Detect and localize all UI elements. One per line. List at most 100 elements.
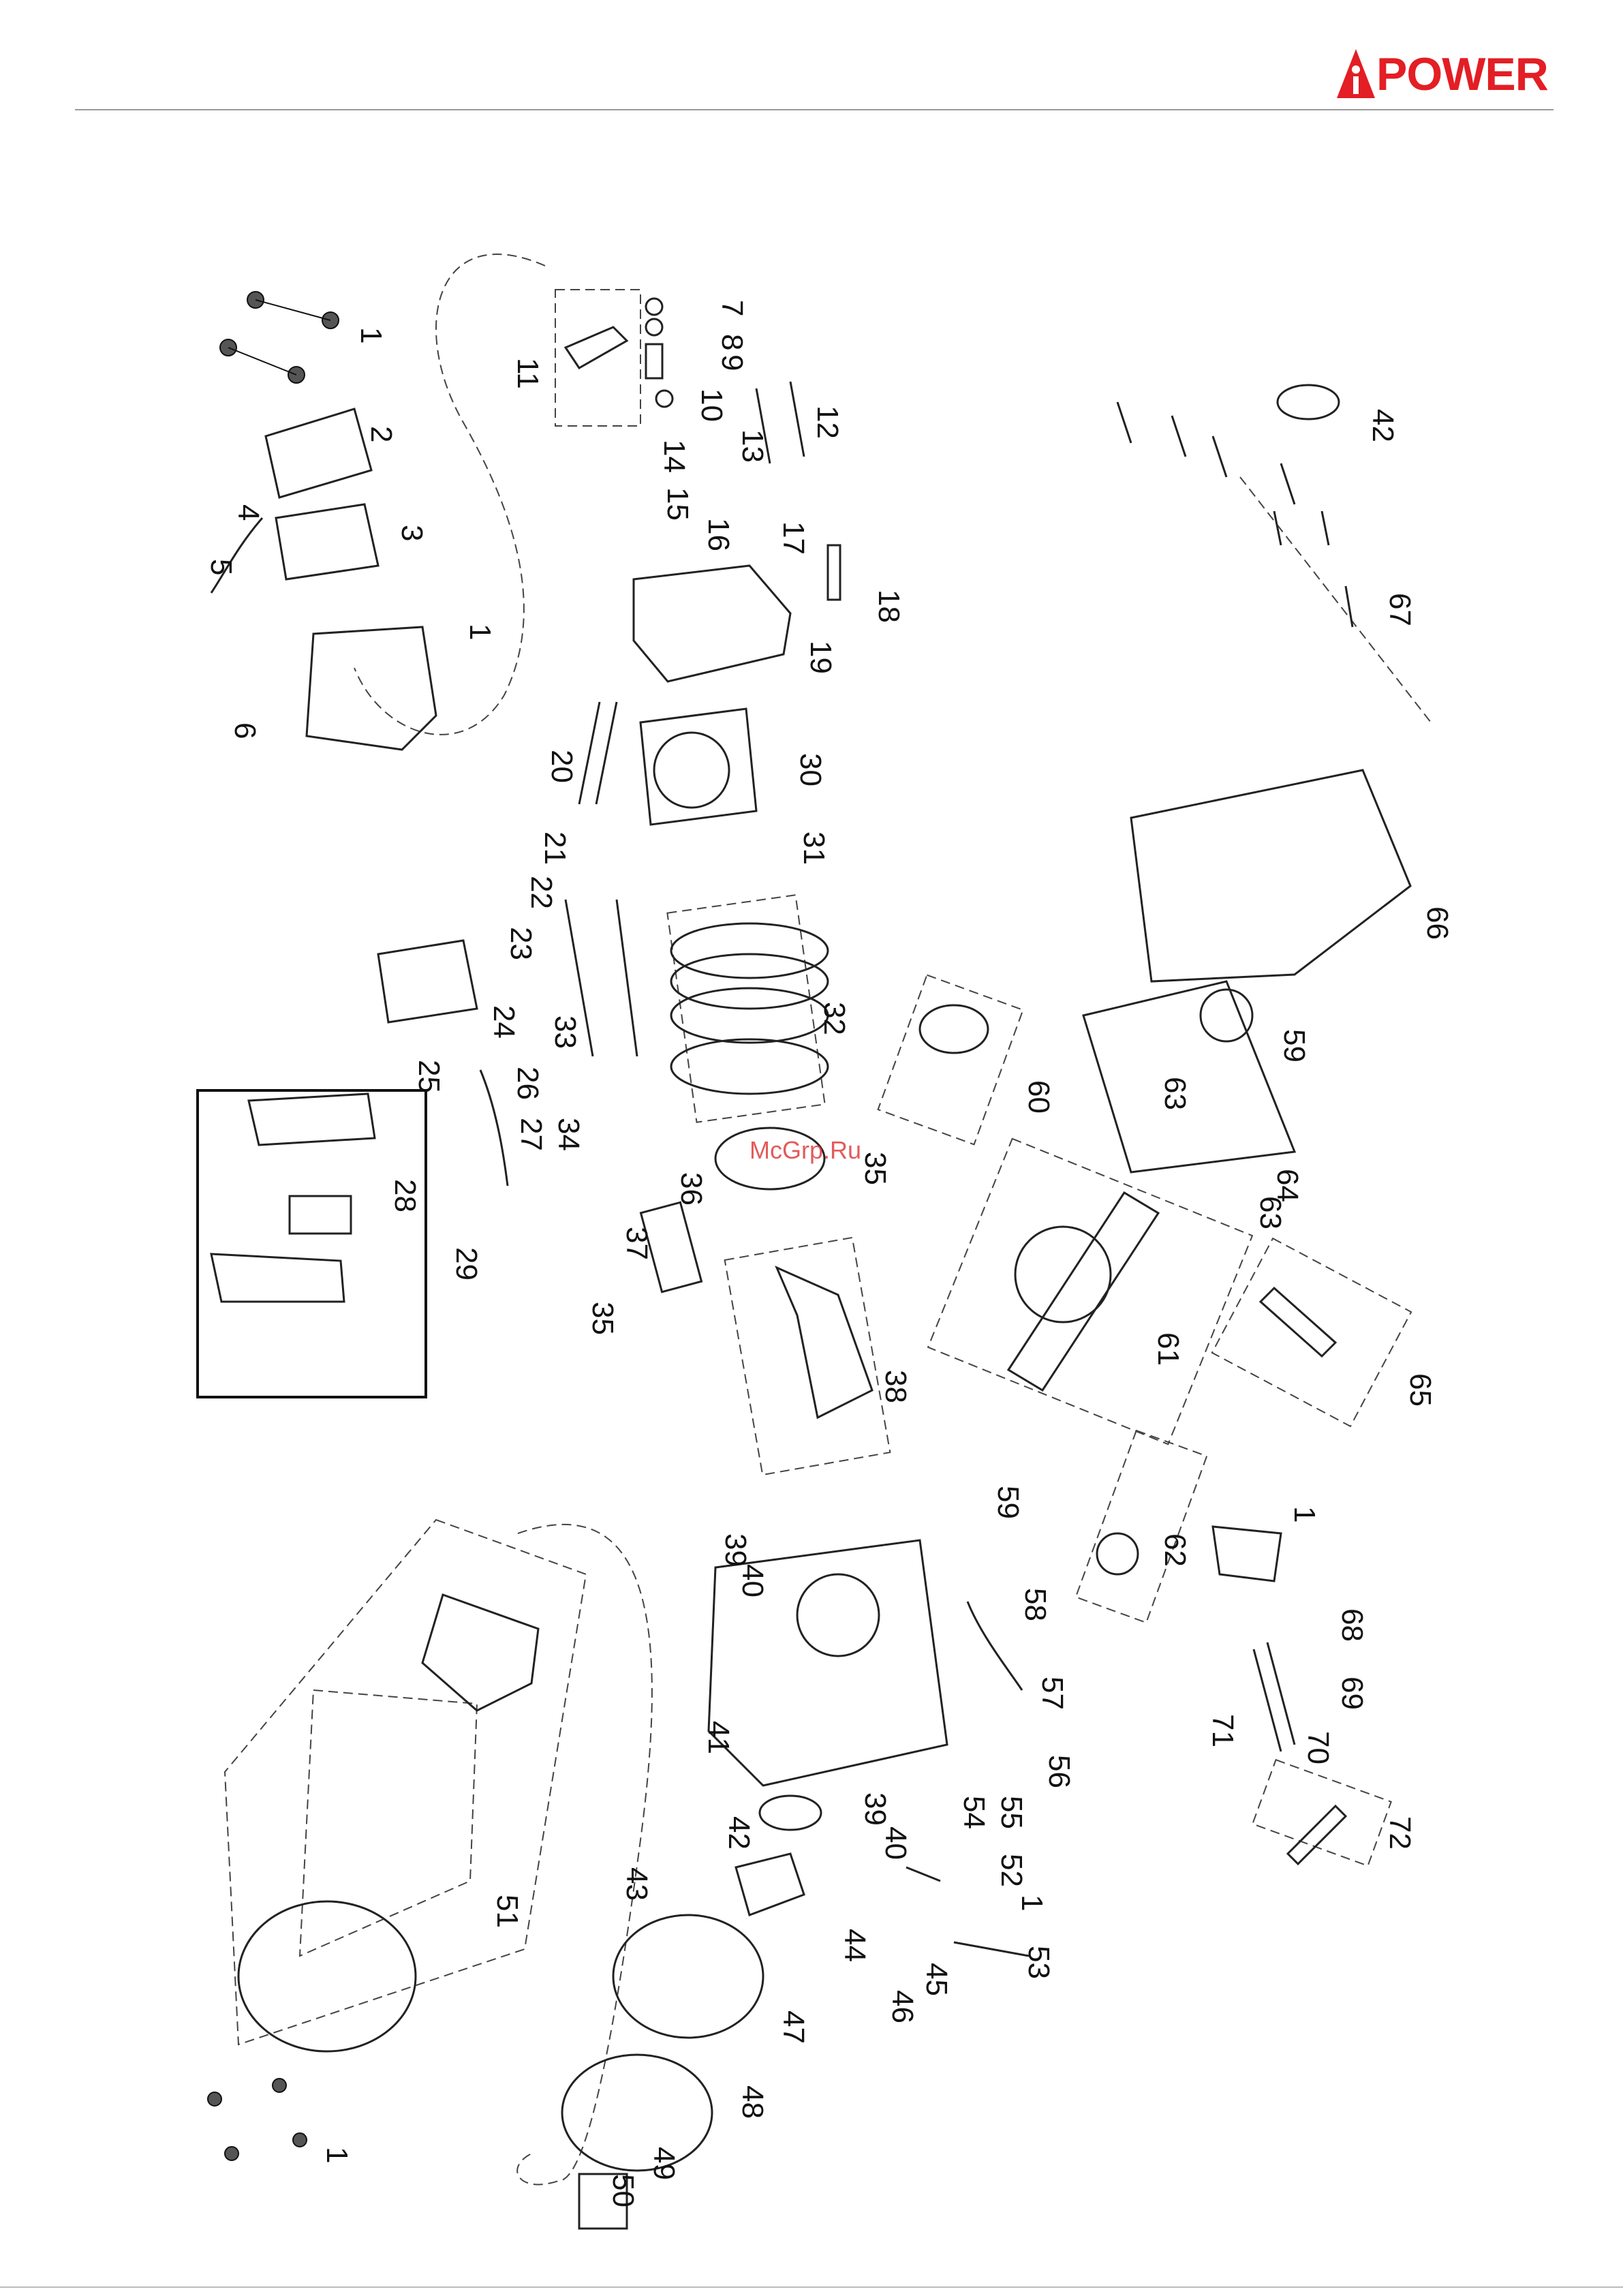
callout-63: 63 [1158, 1077, 1192, 1110]
callout-29: 29 [450, 1247, 483, 1281]
callout-44: 44 [838, 1929, 871, 1962]
callout-38: 38 [879, 1370, 912, 1403]
callout-20: 20 [545, 750, 578, 783]
callout-21: 21 [538, 831, 572, 865]
callout-7: 7 [715, 300, 749, 316]
oil-seal-lower [760, 1796, 821, 1830]
callout-39-2: 39 [859, 1792, 892, 1826]
bearing [1201, 990, 1252, 1041]
oil-sensor-wire [968, 1602, 1022, 1690]
fuel-hose [480, 1070, 508, 1186]
callout-8: 8 [715, 334, 749, 350]
fan-shroud [422, 1595, 538, 1711]
callout-48: 48 [736, 2085, 769, 2119]
callout-52: 52 [995, 1854, 1028, 1887]
callout-54: 54 [957, 1796, 991, 1829]
air-filter-cover [249, 1094, 375, 1145]
callout-18: 18 [872, 590, 906, 623]
callout-35: 35 [859, 1152, 892, 1185]
callout-14: 14 [658, 440, 691, 473]
watermark: McGrp.Ru [749, 1136, 861, 1164]
callout-19: 19 [804, 641, 837, 674]
callout-28: 28 [388, 1179, 422, 1212]
ignition-coil [736, 1854, 804, 1915]
callout-22: 22 [525, 876, 558, 909]
callout-59-2: 59 [991, 1486, 1025, 1519]
callout-3: 3 [395, 525, 429, 541]
callout-13: 13 [736, 429, 769, 463]
callout-1-2: 1 [463, 624, 497, 640]
callout-57: 57 [1036, 1677, 1069, 1710]
callout-42: 42 [1366, 409, 1400, 442]
callout-53: 53 [1022, 1946, 1055, 1979]
callout-55: 55 [995, 1796, 1028, 1829]
callout-40-2: 40 [879, 1826, 912, 1860]
callout-36: 36 [675, 1172, 708, 1206]
callout-1-3: 1 [1288, 1506, 1321, 1522]
valve-cover [266, 409, 371, 498]
recoil-starter [238, 1901, 416, 2051]
callout-11: 11 [511, 358, 544, 389]
governor-spring [954, 1942, 1029, 1956]
air-filter-base [211, 1254, 344, 1302]
flywheel [613, 1915, 763, 2038]
parts [208, 292, 1410, 2229]
callout-42-2: 42 [722, 1816, 756, 1850]
valve-spring-stack [646, 299, 673, 407]
callout-33: 33 [548, 1015, 582, 1049]
cylinder-head [634, 566, 790, 682]
callout-72: 72 [1383, 1816, 1417, 1850]
callout-70: 70 [1301, 1731, 1335, 1764]
callout-40: 40 [736, 1564, 769, 1597]
governor-lever [1288, 1806, 1346, 1864]
callout-35-2: 35 [586, 1302, 619, 1335]
callout-27: 27 [514, 1118, 548, 1151]
callout-60: 60 [1022, 1080, 1055, 1114]
breather-hose [211, 518, 262, 593]
callout-17: 17 [777, 521, 810, 555]
camshaft [920, 1005, 988, 1053]
callout-24: 24 [487, 1005, 521, 1039]
governor-rods [1254, 1642, 1295, 1751]
callout-25: 25 [412, 1060, 446, 1093]
callout-66: 66 [1421, 906, 1454, 940]
callout-34: 34 [552, 1118, 585, 1151]
callout-26: 26 [511, 1067, 544, 1100]
crankshaft [1008, 1193, 1158, 1390]
callout-1: 1 [354, 327, 388, 343]
callout-62: 62 [1158, 1533, 1192, 1567]
callout-45: 45 [920, 1963, 953, 1996]
callout-12: 12 [811, 405, 844, 439]
callout-16: 16 [702, 518, 735, 551]
callout-61: 61 [1151, 1332, 1185, 1366]
oil-dipstick [1261, 1288, 1335, 1356]
connecting-rod [777, 1268, 872, 1418]
callout-50: 50 [606, 2174, 640, 2207]
callout-46: 46 [886, 1990, 919, 2023]
air-filter-element [290, 1196, 351, 1234]
spark-plug [828, 545, 840, 600]
callout-59: 59 [1278, 1029, 1311, 1062]
callout-30: 30 [794, 753, 827, 786]
callout-31: 31 [797, 831, 831, 865]
oil-seal-upper [1278, 385, 1339, 419]
callout-23: 23 [504, 927, 538, 960]
bolt-set-top-left [220, 292, 339, 383]
callout-15: 15 [661, 487, 694, 521]
group-outlines [225, 254, 1431, 2184]
piston-rings [671, 923, 828, 1094]
carburetor [378, 940, 477, 1022]
pushrods-upper [579, 702, 617, 804]
callout-71: 71 [1206, 1714, 1239, 1747]
rocker-arm [566, 327, 627, 368]
cylinder-head-cover [307, 627, 436, 750]
callout-51: 51 [491, 1895, 524, 1928]
callout-69: 69 [1335, 1677, 1369, 1710]
callout-41: 41 [702, 1721, 735, 1754]
callout-39: 39 [719, 1533, 752, 1567]
callout-47: 47 [777, 2010, 810, 2044]
callout-1-4: 1 [1015, 1895, 1049, 1911]
valve-cover-gasket [276, 504, 378, 579]
callout-49: 49 [647, 2147, 681, 2180]
